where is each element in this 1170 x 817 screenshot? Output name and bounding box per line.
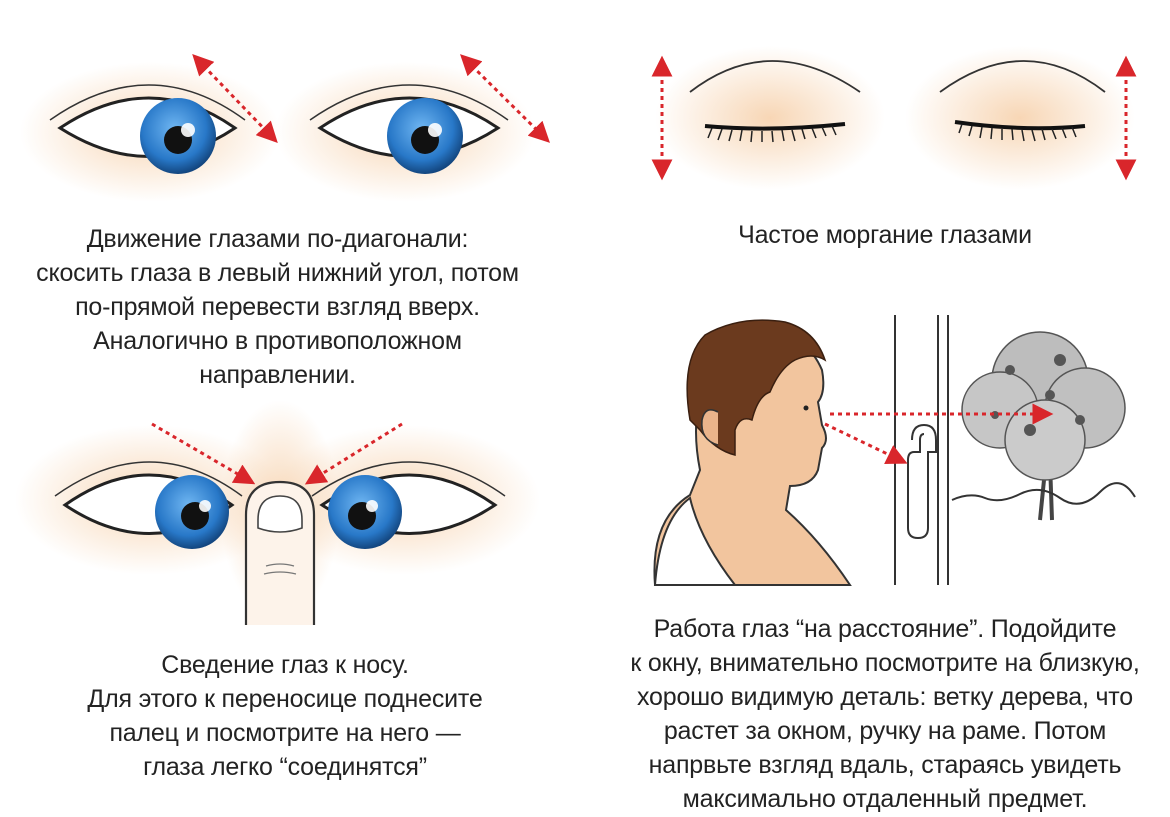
caption-line: палец и посмотрите на него — — [109, 719, 461, 747]
tree-icon — [951, 331, 1136, 521]
caption-line: Сведение глаз к носу. — [161, 651, 409, 679]
eye-icon — [54, 461, 243, 549]
caption-line: Движение глазами по-диагонали: — [86, 225, 469, 253]
caption-line: напрвьте взгляд вдаль, стараясь увидеть — [648, 751, 1122, 779]
diagonal-caption: Движение глазами по-диагонали: скосить г… — [0, 222, 555, 392]
caption-line: максимально отдаленный предмет. — [682, 785, 1088, 813]
blinking-caption: Частое моргание глазами — [600, 218, 1170, 252]
caption-line: глаза легко “соединятся” — [143, 753, 427, 781]
arrow-icon — [460, 54, 550, 143]
closed-eye-icon — [939, 60, 1106, 142]
eye-icon — [311, 461, 506, 549]
eye-icon — [309, 84, 509, 174]
distance-caption: Работа глаз “на расстояние”. Подойдите к… — [600, 612, 1170, 816]
caption-line: направлении. — [199, 361, 356, 389]
distance-panel-illustration — [653, 315, 1136, 586]
window-handle-icon — [907, 423, 937, 540]
arrow-icon — [151, 422, 256, 485]
man-profile-icon — [653, 319, 852, 586]
caption-line: скосить глаза в левый нижний угол, потом — [36, 259, 519, 287]
finger-icon — [244, 480, 316, 625]
diagonal-panel-illustration — [20, 53, 550, 202]
closed-eye-icon — [689, 60, 861, 143]
caption-line: Для этого к переносице поднесите — [87, 685, 483, 713]
caption-line: Работа глаз “на расстояние”. Подойдите — [653, 615, 1117, 643]
caption-line: по-прямой перевести взгляд вверх. — [75, 293, 480, 321]
caption-line: Аналогично в противоположном — [93, 327, 462, 355]
caption-line: Частое моргание глазами — [738, 221, 1032, 249]
converge-caption: Сведение глаз к носу. Для этого к перено… — [0, 648, 570, 784]
arrow-icon — [192, 53, 278, 144]
caption-line: к окну, внимательно посмотрите на близку… — [630, 649, 1140, 677]
window-frame-icon — [894, 315, 949, 585]
blinking-panel-illustration — [651, 46, 1137, 190]
caption-line: растет за окном, ручку на раме. Потом — [663, 717, 1107, 745]
arrow-icon — [304, 422, 403, 485]
arrow-icon — [824, 422, 908, 465]
converge-panel-illustration — [15, 400, 540, 625]
caption-line: хорошо видимую деталь: ветку дерева, что — [637, 683, 1133, 711]
